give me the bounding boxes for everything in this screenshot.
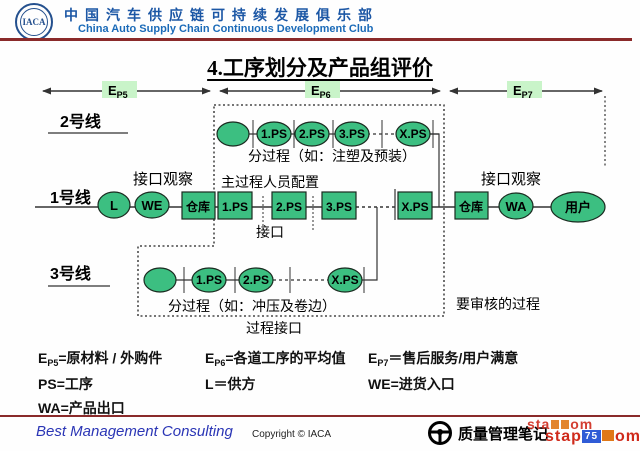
line2-ps2-label: 2.PS	[299, 127, 325, 141]
steering-wheel-icon	[428, 421, 452, 445]
warehouse-right-label: 仓库	[458, 199, 483, 214]
goods-entry-label: WE	[142, 198, 163, 213]
line2-psx-ellipse	[395, 121, 431, 147]
svg-text:EP6: EP6	[311, 83, 331, 100]
ep5-main: E	[108, 83, 117, 98]
line1-psx-label: X.PS	[401, 200, 428, 214]
audit-note: 要审核的过程	[456, 296, 540, 312]
user-label: 用户	[564, 200, 591, 215]
header-title-en: China Auto Supply Chain Continuous Devel…	[78, 23, 374, 35]
interface-observation-right: 接口观察	[481, 170, 541, 188]
main-process-staffing: 主过程人员配置	[221, 174, 319, 190]
legend-ep7: EP7＝售后服务/用户满意	[368, 350, 519, 368]
product-exit-ellipse	[498, 192, 534, 220]
line1-ps2-label: 2.PS	[276, 200, 302, 214]
legend-we: WE=进货入口	[368, 376, 455, 392]
line2-psx-label: X.PS	[399, 127, 426, 141]
line3-ps2-label: 2.PS	[243, 273, 269, 287]
line2-ps1-label: 1.PS	[261, 127, 287, 141]
legend-ep6: EP6=各道工序的平均值	[205, 350, 346, 368]
product-exit-label: WA	[506, 199, 528, 214]
line2-source-ellipse	[216, 121, 250, 147]
line2-caption: 分过程（如：注塑及预装）	[248, 148, 416, 164]
line1-group: 接口观察 主过程人员配置 接口观察 1号线 L WE 仓库 1.PS 2.PS	[35, 170, 606, 281]
watermark-block	[602, 430, 615, 441]
warehouse-right-box	[454, 191, 489, 220]
line3-tick-marks	[183, 267, 365, 293]
legend-wa: WA=产品出口	[38, 400, 125, 416]
line1-psx-box	[397, 191, 433, 220]
legend-ps: PS=工序	[38, 376, 93, 392]
ep5-label: EP5	[102, 81, 137, 100]
line1-interface-ticks	[262, 196, 314, 230]
svg-text:EP5: EP5	[108, 83, 128, 100]
line2-ps2-ellipse	[294, 121, 330, 147]
ep7-main: E	[513, 83, 522, 98]
line2-ps3-label: 3.PS	[339, 127, 365, 141]
line3-psx-label: X.PS	[331, 273, 358, 287]
ep6-label: EP6	[305, 81, 340, 100]
legend-ep5: EP5=原材料 / 外购件	[38, 350, 163, 368]
line3-source-ellipse	[143, 267, 177, 293]
ep6-main: E	[311, 83, 320, 98]
page-number-badge: 75	[581, 430, 602, 443]
warehouse-left-label: 仓库	[185, 199, 210, 214]
supplier-label: L	[110, 198, 118, 213]
footer-rule	[0, 415, 640, 417]
footer-consulting-text: Best Management Consulting	[36, 423, 233, 440]
iaca-logo-text: IACA	[20, 8, 48, 36]
interface-observation-left: 接口观察	[133, 170, 193, 188]
line2-group: 2号线 1.PS 2.PS 3.PS X.PS 分过程（如：注塑及预装）	[48, 112, 440, 207]
line2-ps1-ellipse	[256, 121, 292, 147]
ep7-sub: P7	[522, 90, 533, 100]
interface-label: 接口	[256, 224, 284, 240]
line1-ps3-box	[321, 191, 357, 220]
legend-l: L＝供方	[205, 376, 256, 392]
warehouse-left-box	[181, 191, 216, 220]
process-interface-label: 过程接口	[246, 320, 302, 336]
user-ellipse	[550, 191, 606, 223]
footer-copyright: Copyright © IACA	[252, 429, 332, 440]
ep5-sub: P5	[117, 90, 128, 100]
line3-ps1-label: 1.PS	[196, 273, 222, 287]
audit-scope-dotted-box	[137, 104, 445, 317]
ep7-label: EP7	[507, 81, 542, 100]
legend-ep5-main: E	[38, 350, 48, 366]
line1-ps2-box	[271, 191, 307, 220]
watermark-block	[551, 420, 560, 429]
header-title-cn: 中国汽车供应链可持续发展俱乐部	[64, 7, 379, 23]
line1-ps3-label: 3.PS	[326, 200, 352, 214]
watermark-block	[561, 420, 570, 429]
header-rule	[0, 38, 632, 41]
line1-ps1-label: 1.PS	[222, 200, 248, 214]
supplier-ellipse	[97, 191, 131, 219]
line1-label: 1号线	[50, 188, 91, 207]
footer-brand: 质量管理笔记	[458, 426, 549, 443]
line2-label: 2号线	[60, 112, 101, 131]
line2-ps3-ellipse	[334, 121, 370, 147]
legend-ep7-main: E	[368, 350, 378, 366]
line3-psx-ellipse	[327, 267, 363, 293]
line3-caption: 分过程（如：冲压及卷边）	[168, 298, 336, 314]
line3-ps2-ellipse	[238, 267, 274, 293]
line3-ps1-ellipse	[191, 267, 227, 293]
svg-text:EP7: EP7	[513, 83, 533, 100]
line1-ps1-box	[217, 191, 253, 220]
line3-group: 3号线 1.PS 2.PS X.PS 分过程（如：冲压及卷边） 过程接口	[48, 264, 365, 336]
line2-tick-marks	[252, 120, 434, 148]
page-title: 4.工序划分及产品组评价	[207, 56, 433, 80]
goods-entry-ellipse	[134, 191, 170, 219]
line3-label: 3号线	[50, 264, 91, 283]
line3-to-line1-connector	[360, 207, 378, 281]
legend-ep6-main: E	[205, 350, 215, 366]
ep6-sub: P6	[320, 90, 331, 100]
